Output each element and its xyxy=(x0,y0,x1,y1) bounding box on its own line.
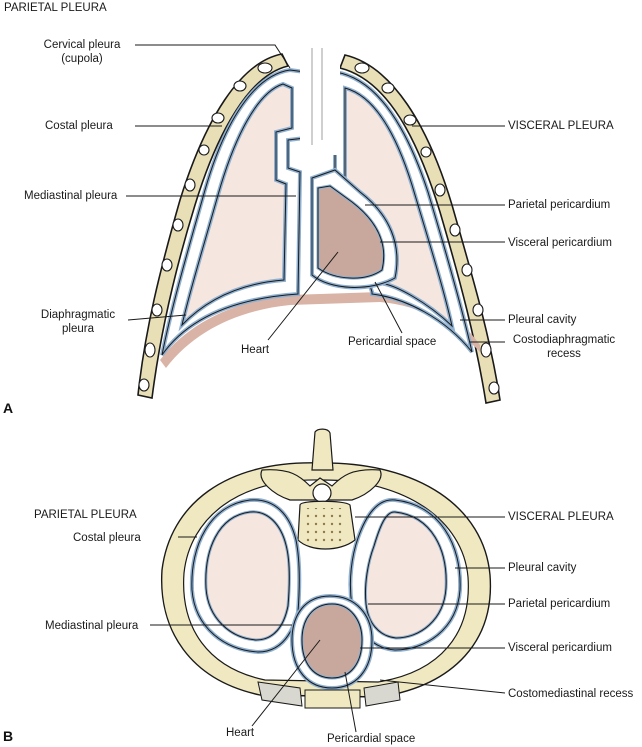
label-cupola: (cupola) xyxy=(61,53,103,65)
label-diaphragmatic: Diaphragmatic xyxy=(40,309,116,321)
label-parietal-pericardium-a: Parietal pericardium xyxy=(508,199,611,211)
label-diaphragmatic-pleura: pleura xyxy=(62,323,94,335)
label-costomediastinal-recess: Costomediastinal recess xyxy=(508,688,634,700)
label-mediastinal-pleura-b: Mediastinal pleura xyxy=(45,620,139,632)
diaphragm xyxy=(160,292,480,368)
diagram-b-transverse-section xyxy=(150,428,506,733)
label-cervical-pleura: Cervical pleura xyxy=(43,39,121,51)
label-visceral-pleura-b: VISCERAL PLEURA xyxy=(508,511,614,523)
label-visceral-pericardium-b: Visceral pericardium xyxy=(508,642,612,654)
label-parietal-pleura-a: PARIETAL PLEURA xyxy=(4,2,107,14)
label-mediastinal-pleura-a: Mediastinal pleura xyxy=(24,190,118,202)
label-parietal-pericardium-b: Parietal pericardium xyxy=(508,598,611,610)
label-parietal-pleura-b: PARIETAL PLEURA xyxy=(34,509,137,521)
label-costal-pleura-a: Costal pleura xyxy=(45,120,113,132)
label-pleural-cavity-b: Pleural cavity xyxy=(508,562,577,574)
label-visceral-pericardium-a: Visceral pericardium xyxy=(508,237,612,249)
leader-lines-a xyxy=(126,44,505,343)
label-heart-a: Heart xyxy=(241,344,270,356)
label-costodiaphragmatic: Costodiaphragmatic xyxy=(512,334,616,346)
rib-cross-sections-left xyxy=(138,62,273,392)
label-visceral-pleura-a: VISCERAL PLEURA xyxy=(508,120,614,132)
diagram-a-frontal-section xyxy=(126,44,505,404)
sternum xyxy=(257,681,401,709)
vertebra xyxy=(260,428,382,550)
label-pericardial-space-a: Pericardial space xyxy=(348,336,437,348)
heart-b xyxy=(300,602,364,680)
label-costodiaphragmatic-recess: recess xyxy=(547,348,581,360)
leader-lines-b xyxy=(150,516,506,733)
chest-wall-right xyxy=(338,54,501,404)
panel-label-b: B xyxy=(3,728,14,744)
label-pericardial-space-b: Pericardial space xyxy=(327,733,416,745)
chest-wall-left xyxy=(137,53,290,399)
label-pleural-cavity-a: Pleural cavity xyxy=(508,314,577,326)
rib-cross-sections-right xyxy=(354,62,500,395)
label-heart-b: Heart xyxy=(226,727,255,739)
panel-label-a: A xyxy=(3,400,14,416)
label-costal-pleura-b: Costal pleura xyxy=(73,532,141,544)
